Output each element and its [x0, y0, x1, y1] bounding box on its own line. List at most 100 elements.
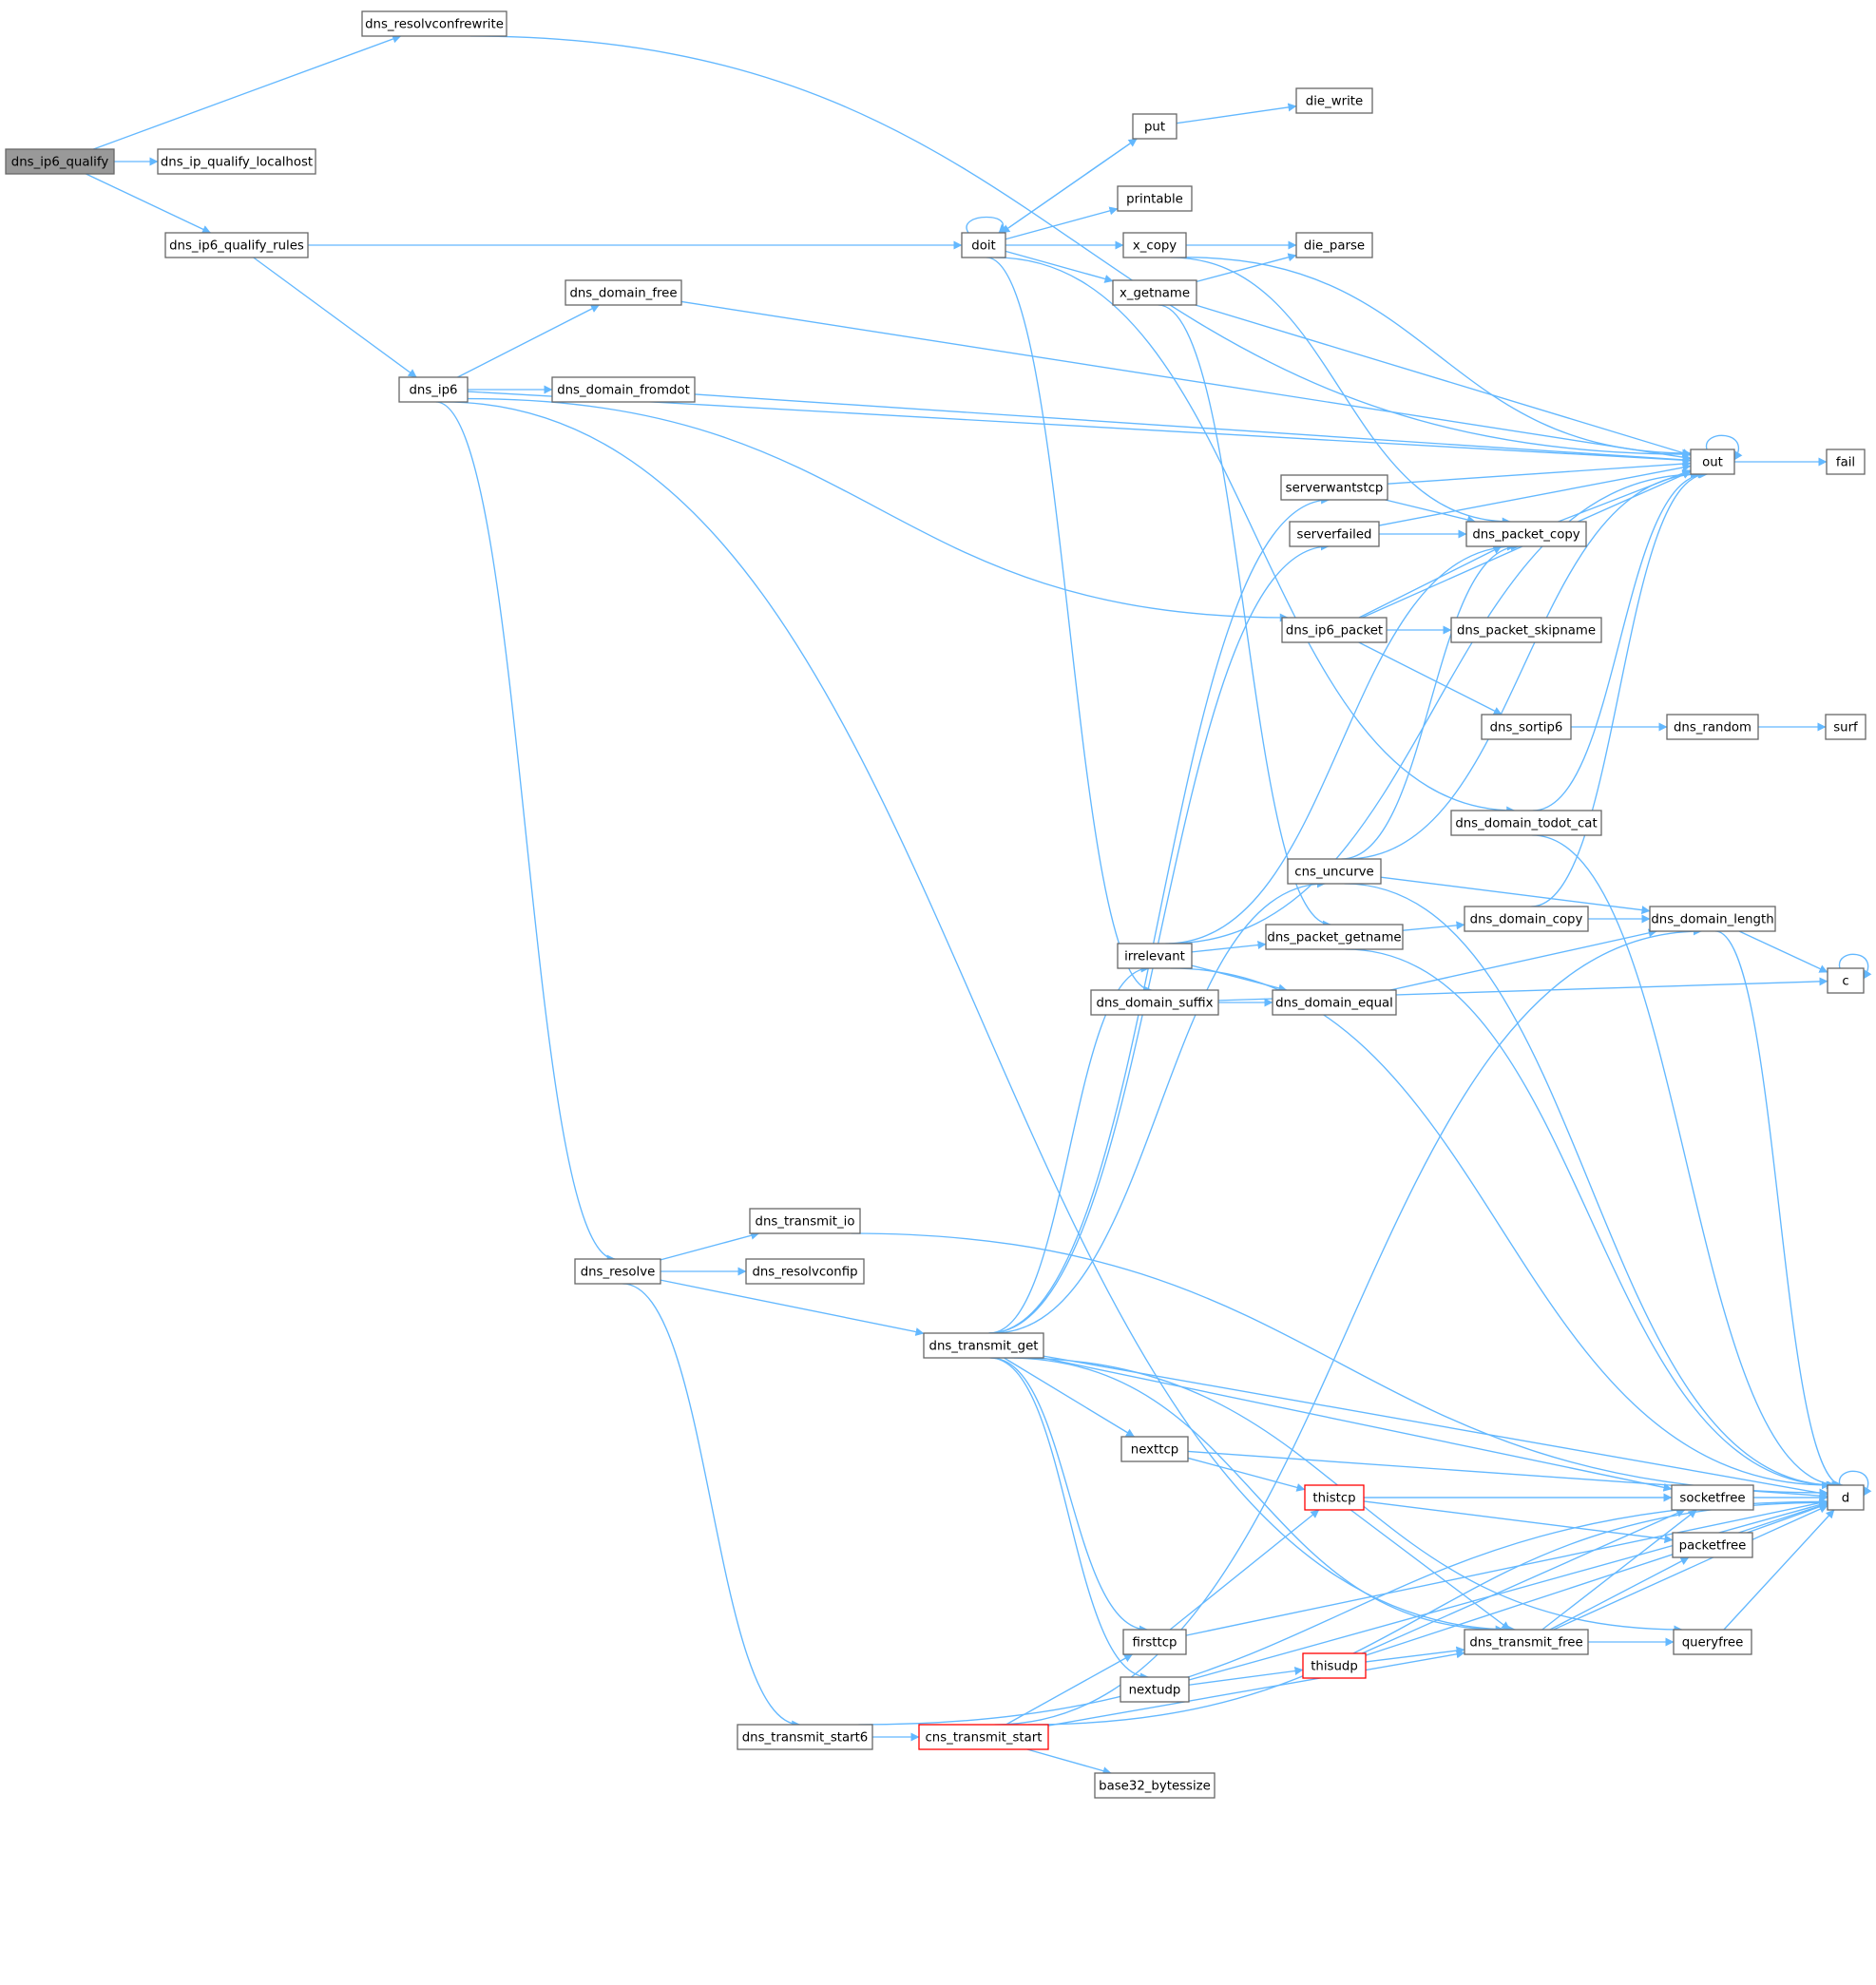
node-dns_resolve[interactable]: dns_resolve [574, 1258, 661, 1285]
node-box[interactable] [745, 1258, 865, 1285]
node-x_copy[interactable]: x_copy [1122, 232, 1187, 258]
node-box[interactable] [398, 376, 469, 403]
node-box[interactable] [1481, 714, 1572, 740]
node-box[interactable] [1826, 449, 1866, 475]
node-box[interactable] [1450, 617, 1602, 643]
node-dns_packet_getname[interactable]: dns_packet_getname [1265, 924, 1404, 950]
node-dns_ip6_qualify_rules[interactable]: dns_ip6_qualify_rules [164, 232, 309, 258]
node-box[interactable] [1673, 1629, 1752, 1655]
node-box[interactable] [1272, 989, 1397, 1016]
node-box[interactable] [1287, 858, 1382, 885]
node-x_getname[interactable]: x_getname [1112, 279, 1197, 306]
node-dns_resolvconfrewrite[interactable]: dns_resolvconfrewrite [361, 10, 507, 37]
node-dns_transmit_free[interactable]: dns_transmit_free [1464, 1629, 1589, 1655]
node-socketfree[interactable]: socketfree [1671, 1484, 1754, 1511]
node-dns_packet_skipname[interactable]: dns_packet_skipname [1450, 617, 1602, 643]
node-box[interactable] [1465, 521, 1587, 547]
node-nextudp[interactable]: nextudp [1120, 1676, 1190, 1703]
node-dns_transmit_get[interactable]: dns_transmit_get [923, 1332, 1044, 1359]
node-dns_sortip6[interactable]: dns_sortip6 [1481, 714, 1572, 740]
node-box[interactable] [1090, 989, 1219, 1016]
node-box[interactable] [1827, 1484, 1865, 1511]
node-box[interactable] [737, 1724, 873, 1750]
node-box[interactable] [551, 376, 696, 403]
node-box[interactable] [1666, 714, 1759, 740]
node-dns_domain_free[interactable]: dns_domain_free [565, 279, 682, 306]
node-dns_domain_suffix[interactable]: dns_domain_suffix [1090, 989, 1219, 1016]
node-box[interactable] [1281, 617, 1388, 643]
node-box[interactable] [1280, 474, 1388, 501]
node-thistcp[interactable]: thistcp [1304, 1484, 1365, 1511]
node-box[interactable] [923, 1332, 1044, 1359]
node-box[interactable] [574, 1258, 661, 1285]
node-box[interactable] [1464, 906, 1589, 932]
node-nexttcp[interactable]: nexttcp [1120, 1436, 1189, 1462]
node-box[interactable] [1825, 714, 1866, 740]
node-box[interactable] [1649, 906, 1776, 932]
node-box[interactable] [1295, 232, 1373, 258]
node-c[interactable]: c [1827, 967, 1865, 994]
node-box[interactable] [361, 10, 507, 37]
node-box[interactable] [1289, 521, 1380, 547]
node-surf[interactable]: surf [1825, 714, 1866, 740]
node-box[interactable] [1827, 967, 1865, 994]
node-die_write[interactable]: die_write [1295, 87, 1373, 114]
node-box[interactable] [1671, 1484, 1754, 1511]
node-out[interactable]: out [1690, 449, 1735, 475]
node-box[interactable] [1120, 1436, 1189, 1462]
node-box[interactable] [1302, 1652, 1367, 1679]
node-box[interactable] [1265, 924, 1404, 950]
node-dns_random[interactable]: dns_random [1666, 714, 1759, 740]
node-box[interactable] [1122, 1629, 1187, 1655]
node-doit[interactable]: doit [961, 232, 1006, 258]
node-box[interactable] [157, 148, 316, 175]
node-dns_ip6_qualify[interactable]: dns_ip6_qualify [5, 148, 115, 175]
node-dns_ip_qualify_localhost[interactable]: dns_ip_qualify_localhost [157, 148, 316, 175]
node-box[interactable] [1304, 1484, 1365, 1511]
node-box[interactable] [1112, 279, 1197, 306]
node-dns_domain_todot_cat[interactable]: dns_domain_todot_cat [1450, 810, 1602, 836]
node-box[interactable] [749, 1208, 861, 1234]
node-box[interactable] [961, 232, 1006, 258]
node-box[interactable] [565, 279, 682, 306]
node-base32_bytessize[interactable]: base32_bytessize [1094, 1772, 1216, 1799]
node-box[interactable] [1094, 1772, 1216, 1799]
node-irrelevant[interactable]: irrelevant [1117, 943, 1193, 969]
node-dns_domain_fromdot[interactable]: dns_domain_fromdot [551, 376, 696, 403]
node-fail[interactable]: fail [1826, 449, 1866, 475]
node-box[interactable] [1464, 1629, 1589, 1655]
node-box[interactable] [1690, 449, 1735, 475]
node-dns_domain_equal[interactable]: dns_domain_equal [1272, 989, 1397, 1016]
node-box[interactable] [1295, 87, 1373, 114]
node-packetfree[interactable]: packetfree [1672, 1532, 1753, 1558]
node-box[interactable] [1117, 943, 1193, 969]
node-serverfailed[interactable]: serverfailed [1289, 521, 1380, 547]
node-box[interactable] [1450, 810, 1602, 836]
node-dns_ip6_packet[interactable]: dns_ip6_packet [1281, 617, 1388, 643]
node-cns_uncurve[interactable]: cns_uncurve [1287, 858, 1382, 885]
node-dns_packet_copy[interactable]: dns_packet_copy [1465, 521, 1587, 547]
node-serverwantstcp[interactable]: serverwantstcp [1280, 474, 1388, 501]
node-put[interactable]: put [1132, 113, 1177, 140]
node-d[interactable]: d [1827, 1484, 1865, 1511]
node-box[interactable] [1122, 232, 1187, 258]
node-box[interactable] [1120, 1676, 1190, 1703]
node-queryfree[interactable]: queryfree [1673, 1629, 1752, 1655]
node-cns_transmit_start[interactable]: cns_transmit_start [918, 1724, 1049, 1750]
node-box[interactable] [1117, 185, 1193, 212]
node-box[interactable] [1672, 1532, 1753, 1558]
node-thisudp[interactable]: thisudp [1302, 1652, 1367, 1679]
node-firsttcp[interactable]: firsttcp [1122, 1629, 1187, 1655]
node-dns_domain_copy[interactable]: dns_domain_copy [1464, 906, 1589, 932]
node-box[interactable] [1132, 113, 1177, 140]
node-dns_domain_length[interactable]: dns_domain_length [1649, 906, 1776, 932]
node-box[interactable] [164, 232, 309, 258]
node-dns_transmit_start6[interactable]: dns_transmit_start6 [737, 1724, 873, 1750]
node-dns_transmit_io[interactable]: dns_transmit_io [749, 1208, 861, 1234]
node-dns_resolvconfip[interactable]: dns_resolvconfip [745, 1258, 865, 1285]
node-box[interactable] [918, 1724, 1049, 1750]
node-box[interactable] [5, 148, 115, 175]
node-printable[interactable]: printable [1117, 185, 1193, 212]
node-die_parse[interactable]: die_parse [1295, 232, 1373, 258]
node-dns_ip6[interactable]: dns_ip6 [398, 376, 469, 403]
